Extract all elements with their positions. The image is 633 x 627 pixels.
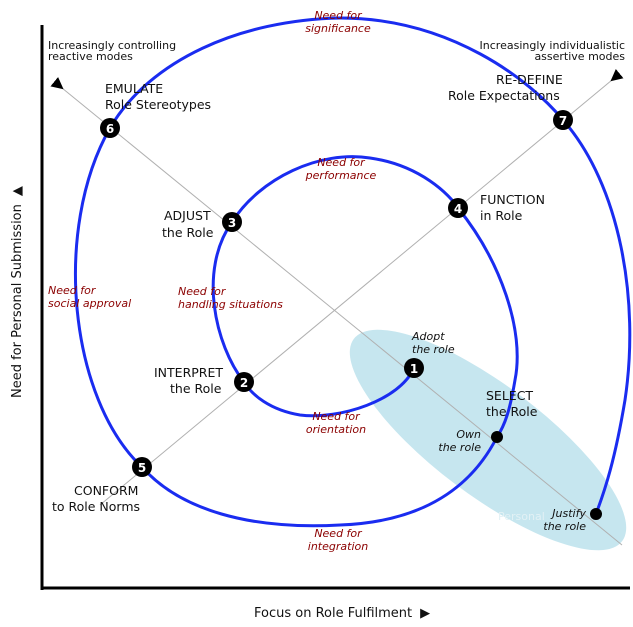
justify-role-point — [590, 508, 602, 520]
stage-2-marker: 2 — [234, 372, 254, 392]
svg-text:1: 1 — [410, 362, 418, 376]
personal-zone-ellipse — [349, 329, 627, 551]
svg-text:7: 7 — [559, 114, 567, 128]
svg-text:3: 3 — [228, 216, 236, 230]
svg-text:4: 4 — [454, 202, 462, 216]
stage-6-marker: 6 — [100, 118, 120, 138]
own-role-point — [491, 431, 503, 443]
stage-7-marker: 7 — [553, 110, 573, 130]
role-spiral — [73, 16, 632, 528]
stage-3-marker: 3 — [222, 212, 242, 232]
stage-1-marker: 1 — [404, 358, 424, 378]
x-axis-label: Focus on Role Fulfilment▶ — [254, 606, 430, 621]
svg-text:5: 5 — [138, 461, 146, 475]
stage-5-marker: 5 — [132, 457, 152, 477]
svg-text:2: 2 — [240, 376, 248, 390]
svg-text:6: 6 — [106, 122, 114, 136]
y-axis-label: Need for Personal Submission▲ — [10, 186, 25, 398]
stage-4-marker: 4 — [448, 198, 468, 218]
diagonal-controlling — [50, 77, 623, 546]
diagonal-individualistic — [99, 68, 624, 506]
ellipse-watermark: Personal — [498, 510, 545, 523]
